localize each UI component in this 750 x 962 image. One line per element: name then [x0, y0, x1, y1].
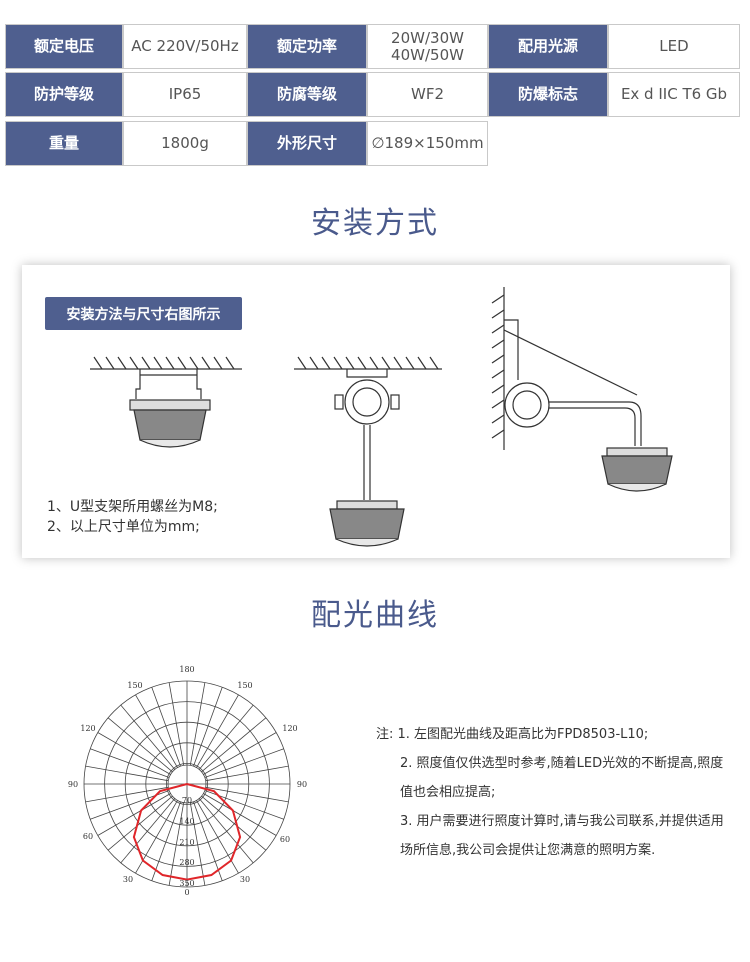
angle-label: 120: [80, 724, 95, 733]
light-note: 2. 照度值仅供选型时参考,随着LED光效的不断提高,照度值也会相应提高;: [400, 756, 724, 800]
polar-center: [167, 764, 207, 804]
polar-spoke: [198, 798, 254, 864]
light-curve: [132, 783, 242, 881]
spec-label: 防腐等级: [247, 72, 367, 117]
ring-label: 70: [182, 796, 192, 805]
polar-ring: [165, 763, 208, 806]
spec-value: WF2: [367, 72, 488, 117]
polar-spoke: [90, 790, 170, 820]
spec-label: 外形尺寸: [247, 121, 367, 166]
polar-spoke: [189, 682, 206, 766]
polar-spoke: [189, 802, 206, 886]
light-notes: 注: 1. 左图配光曲线及距高比为FPD8503-L10; 2. 照度值仅供选型…: [376, 720, 726, 865]
angle-label: 120: [282, 724, 297, 733]
spec-label: 重量: [5, 121, 123, 166]
wall-mount-diagram: [491, 287, 673, 492]
polar-spoke: [168, 802, 185, 886]
ceiling-u-bracket-diagram: [90, 356, 242, 448]
polar-spoke: [85, 786, 169, 803]
spec-value: IP65: [123, 72, 247, 117]
polar-spoke: [120, 704, 176, 770]
spec-value: ∅189×150mm: [367, 121, 488, 166]
ring-label: 210: [179, 838, 194, 847]
angle-label: 150: [127, 681, 142, 690]
polar-spoke: [203, 793, 277, 836]
polar-spoke: [107, 717, 173, 773]
polar-spoke: [201, 795, 267, 851]
angle-label: 180: [179, 665, 194, 674]
spec-label: 防爆标志: [488, 72, 608, 117]
angle-label: 60: [83, 832, 93, 841]
polar-spoke: [203, 732, 277, 775]
spec-value: 1800g: [123, 121, 247, 166]
polar-spoke: [201, 717, 267, 773]
angle-label: 90: [297, 780, 307, 789]
polar-ring: [145, 742, 229, 826]
polar-spoke: [120, 798, 176, 864]
polar-ring: [104, 701, 270, 867]
spec-label: 额定电压: [5, 24, 123, 69]
spec-label: 防护等级: [5, 72, 123, 117]
ring-label: 140: [179, 817, 194, 826]
polar-spoke: [97, 793, 171, 836]
polar-spoke: [107, 795, 173, 851]
spec-value: AC 220V/50Hz: [123, 24, 247, 69]
install-title: 安装方式: [311, 206, 439, 241]
polar-spoke: [90, 748, 170, 778]
install-notes: 1、U型支架所用螺丝为M8; 2、以上尺寸单位为mm;: [47, 497, 218, 537]
polar-ring: [83, 680, 291, 888]
polar-spoke: [205, 765, 289, 782]
ring-label: 350: [179, 879, 194, 888]
polar-spoke: [193, 801, 223, 881]
angle-label: 60: [280, 835, 290, 844]
polar-spoke: [85, 765, 169, 782]
install-note: 2、以上尺寸单位为mm;: [47, 519, 200, 535]
spec-label: 额定功率: [247, 24, 367, 69]
polar-spoke: [151, 687, 181, 767]
light-note: 3. 用户需要进行照度计算时,请与我公司联系,并提供适用场所信息,我公司会提供让…: [400, 814, 724, 858]
polar-spoke: [193, 687, 223, 767]
polar-spoke: [135, 800, 178, 874]
spec-value: LED: [608, 24, 740, 69]
angle-label: 30: [123, 875, 133, 884]
installation-diagrams: [90, 287, 673, 547]
polar-spoke: [168, 682, 185, 766]
polar-ring: [124, 721, 250, 847]
angle-label: 30: [240, 875, 250, 884]
polar-spoke: [204, 748, 284, 778]
polar-spoke: [135, 694, 178, 768]
install-badge: 安装方法与尺寸右图所示: [45, 297, 242, 330]
spec-value: 20W/30W 40W/50W: [367, 24, 488, 69]
ceiling-pendant-diagram: [294, 356, 442, 547]
angle-label: 0: [184, 888, 189, 897]
light-note: 注: 1. 左图配光曲线及距高比为FPD8503-L10;: [376, 727, 649, 742]
polar-spoke: [198, 704, 254, 770]
polar-spoke: [205, 786, 289, 803]
polar-spoke: [196, 800, 239, 874]
light-title: 配光曲线: [311, 598, 439, 633]
polar-spoke: [151, 801, 181, 881]
ring-label: 280: [179, 858, 194, 867]
install-card: 安装方法与尺寸右图所示 1、U型支架所用螺丝为M8; 2、以上尺寸单位为mm;: [22, 265, 730, 558]
spec-label: 配用光源: [488, 24, 608, 69]
polar-spoke: [204, 790, 284, 820]
spec-value: Ex d IIC T6 Gb: [608, 72, 740, 117]
polar-spoke: [196, 694, 239, 768]
angle-label: 150: [237, 681, 252, 690]
install-note: 1、U型支架所用螺丝为M8;: [47, 499, 218, 515]
angle-label: 90: [68, 780, 78, 789]
polar-spoke: [97, 732, 171, 775]
